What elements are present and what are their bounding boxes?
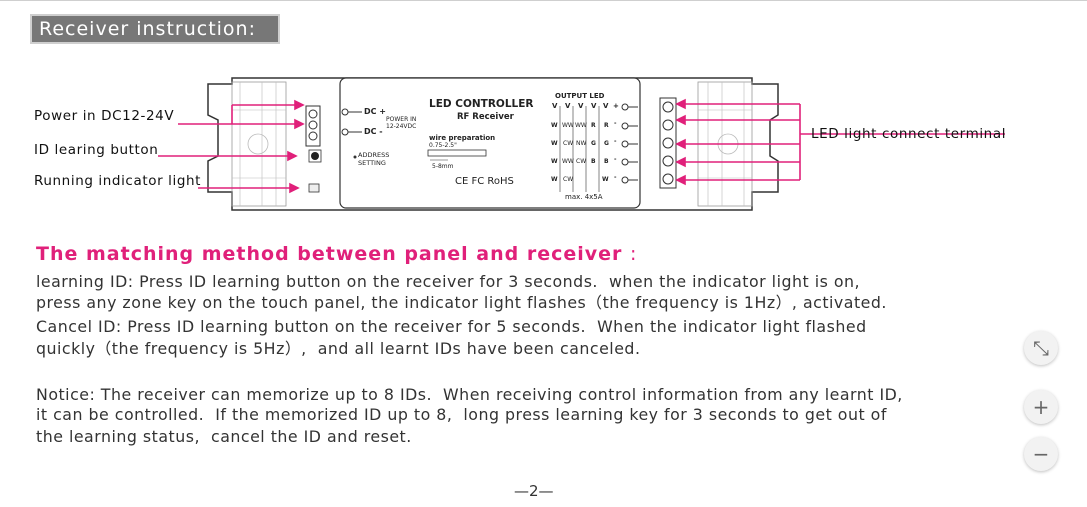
output-terminals <box>621 103 638 184</box>
device-title: LED CONTROLLER <box>429 98 534 110</box>
label-power-in: Power in DC12-24V <box>34 108 175 124</box>
power-in-label: POWER IN <box>386 116 417 123</box>
grid-cell: G <box>591 140 596 147</box>
label-panel <box>339 77 641 209</box>
matching-method-title-suffix: : <box>630 243 638 265</box>
section-header-title: Receiver instruction: <box>39 18 257 40</box>
grid-cell: G <box>604 140 609 147</box>
indicator-pointer <box>198 182 300 194</box>
matching-method-title: The matching method between panel and re… <box>36 243 637 265</box>
grid-cell: NW <box>576 140 587 147</box>
v-col-4: V <box>591 102 597 110</box>
indicator-light-graphic <box>308 183 320 193</box>
led-terminal-block <box>659 97 677 189</box>
output-led-label: OUTPUT LED <box>555 92 605 100</box>
grid-cell: WW <box>575 122 587 129</box>
grid-cell: W <box>551 158 558 165</box>
grid-cell: B <box>591 158 596 165</box>
v-col-1: V <box>552 102 558 110</box>
matching-method-title-text: The matching method between panel and re… <box>36 243 623 265</box>
max-current-label: max. 4x5A <box>565 193 603 201</box>
terminal-minus: - <box>614 120 617 127</box>
dc-minus-label: DC - <box>364 127 383 136</box>
left-screw-hole <box>247 133 269 155</box>
cancel-id-line-1: Cancel ID: Press ID learning button on t… <box>36 317 867 336</box>
setting-label: SETTING <box>358 159 386 167</box>
grid-cell: CW <box>576 158 587 165</box>
zoom-out-icon: − <box>1032 442 1050 466</box>
power-range-label: 12-24VDC <box>386 123 417 130</box>
grid-cell: B <box>604 158 609 165</box>
terminal-plus: + <box>613 102 619 110</box>
grid-cell: CW <box>563 176 574 183</box>
notice-line-3: the learning status, cancel the ID and r… <box>36 427 412 446</box>
grid-cell: R <box>591 122 596 129</box>
learning-id-line-2: press any zone key on the touch panel, t… <box>36 293 887 312</box>
zoom-in-button[interactable]: + <box>1024 390 1058 424</box>
grid-cell: WW <box>562 158 574 165</box>
v-col-2: V <box>565 102 571 110</box>
dc-plus-label: DC + <box>364 107 386 116</box>
grid-cell: W <box>551 140 558 147</box>
terminal-minus: - <box>614 174 617 181</box>
receiver-drawing <box>158 77 1005 211</box>
grid-cell: R <box>604 122 609 129</box>
receiver-diagram: Power in DC12-24V ID learing button Runn… <box>0 60 1087 240</box>
wire-strip-label: 5-8mm <box>432 163 454 170</box>
fit-page-icon: ⤡ <box>1033 336 1049 360</box>
certification-marks: CE FC RoHS <box>455 176 514 187</box>
address-label: ADDRESS <box>358 151 390 159</box>
section-header-badge: Receiver instruction: <box>30 14 280 44</box>
id-button-pointer <box>158 150 298 162</box>
notice-line-2: it can be controlled. If the memorized I… <box>36 405 887 424</box>
id-learning-button-graphic <box>311 152 319 160</box>
grid-cell: CW <box>563 140 574 147</box>
label-led-terminal: LED light connect terminal <box>811 126 1007 142</box>
v-col-5: V <box>603 102 609 110</box>
v-col-3: V <box>578 102 584 110</box>
wire-prep-label: wire preparation <box>429 134 496 142</box>
output-grid <box>559 106 600 192</box>
grid-cell: W <box>551 176 558 183</box>
device-subtitle: RF Receiver <box>457 112 514 122</box>
cancel-id-line-2: quickly（the frequency is 5Hz）, and all l… <box>36 339 641 358</box>
notice-line-1: Notice: The receiver can memorize up to … <box>36 385 903 404</box>
left-end-cap <box>231 81 287 207</box>
power-pointer <box>178 99 305 130</box>
label-id-learning-button: ID learing button <box>34 142 159 158</box>
learning-id-line-1: learning ID: Press ID learning button on… <box>36 272 861 291</box>
zoom-out-button[interactable]: − <box>1024 437 1058 471</box>
zoom-in-icon: + <box>1032 395 1050 419</box>
wire-gauge-label: 0.75-2.5" <box>429 142 457 149</box>
page-number: —2— <box>514 482 554 500</box>
grid-cell: WW <box>562 122 574 129</box>
terminal-minus: - <box>614 138 617 145</box>
grid-cell: W <box>551 122 558 129</box>
terminal-minus: - <box>614 156 617 163</box>
grid-cell: W <box>602 176 609 183</box>
fit-page-button[interactable]: ⤡ <box>1024 331 1058 365</box>
label-running-indicator: Running indicator light <box>34 173 202 189</box>
led-terminal-pointers <box>675 98 1005 186</box>
